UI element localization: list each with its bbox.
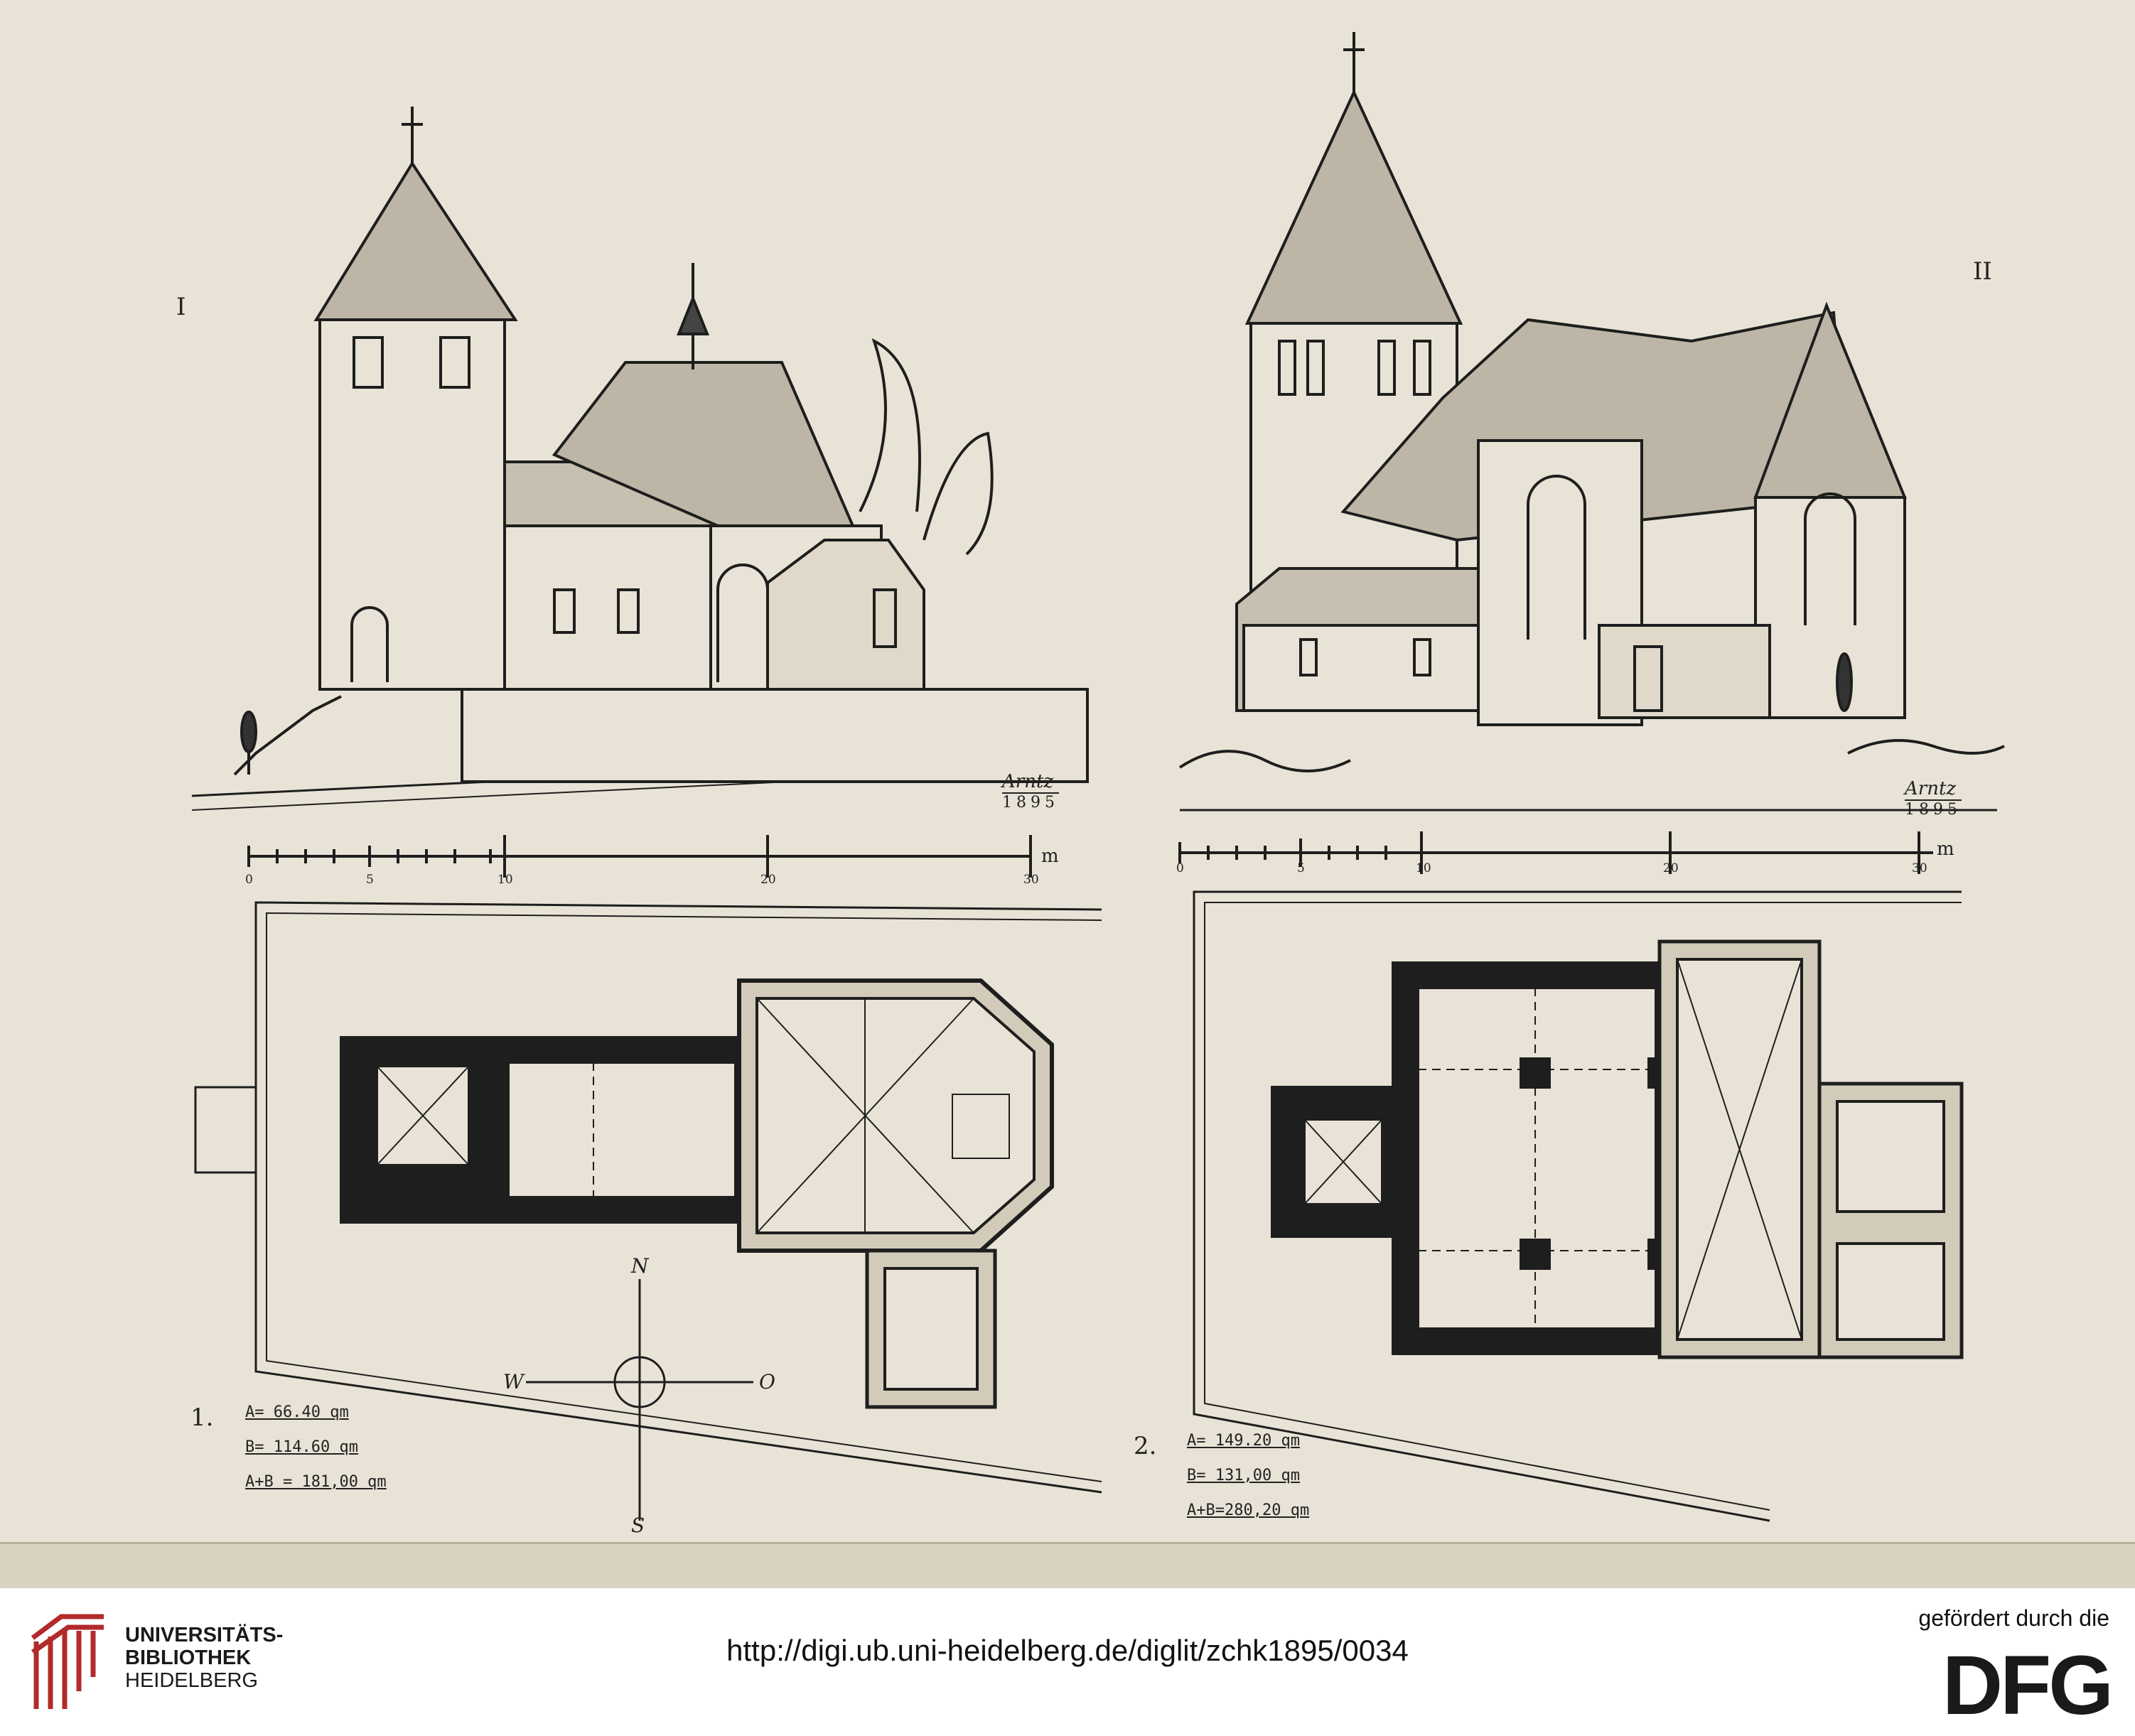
scale-left-tick-5: 5 [366,873,374,887]
church-elevation-right [1178,32,2005,812]
library-line-1: UNIVERSITÄTS- [125,1624,284,1646]
floor-plan-right [1193,890,1964,1522]
scale-left-tick-0: 0 [245,873,253,887]
church-elevation-left [191,107,1089,811]
funding-note: gefördert durch die [1918,1605,2109,1631]
scale-right-tick-5: 5 [1297,861,1305,875]
legend-row: A= 66.40 qm [245,1403,349,1421]
area-legend-left: A= 66.40 qm B= 114.60 qm A+B = 181,00 qm [245,1403,387,1508]
scale-left-tick-30: 30 [1023,873,1039,887]
plate-number-left: I [176,293,186,321]
legend-right-number: 2. [1134,1432,1157,1460]
scale-right-unit: m [1937,839,1954,860]
dfg-logo[interactable]: DFG [1942,1639,2114,1732]
scanned-page: I II Arntz 1895 Arntz 1895 0 5 10 20 30 … [0,0,2135,1590]
signature-name: Arntz [1905,778,1957,799]
legend-row: B= 114.60 qm [245,1438,358,1456]
plate-number-right: II [1973,257,1992,286]
compass-east: O [759,1370,775,1393]
legend-left-number: 1. [190,1403,214,1432]
compass-west: W [503,1370,524,1393]
university-library-logo-icon[interactable] [26,1610,111,1716]
compass-rose [526,1279,753,1521]
legend-row: A= 149.20 qm [1187,1432,1300,1450]
scale-right-tick-30: 30 [1912,861,1927,875]
permalink-url[interactable]: http://digi.ub.uni-heidelberg.de/diglit/… [726,1634,1409,1667]
signature-year: 1895 [1002,792,1059,812]
artist-signature-right: Arntz 1895 [1905,778,1962,819]
scale-right-tick-20: 20 [1663,861,1679,875]
library-line-2: BIBLIOTHEK [125,1646,252,1669]
legend-row: B= 131,00 qm [1187,1467,1300,1484]
scale-left-tick-20: 20 [760,873,776,887]
scale-bar-right [1178,831,1933,874]
floor-plan-left [194,901,1102,1494]
scale-right-tick-10: 10 [1416,861,1431,875]
scale-left-unit: m [1041,846,1059,867]
artist-signature-left: Arntz 1895 [1002,771,1059,812]
compass-north: N [631,1254,649,1278]
signature-year: 1895 [1905,799,1962,819]
viewer-footer: UNIVERSITÄTS- BIBLIOTHEK HEIDELBERG http… [0,1588,2135,1736]
area-legend-right: A= 149.20 qm B= 131,00 qm A+B=280,20 qm [1187,1432,1309,1536]
signature-name: Arntz [1002,771,1054,792]
scale-right-tick-0: 0 [1176,861,1184,875]
plate-drawings [191,32,2005,1522]
compass-south: S [631,1514,645,1537]
legend-row: A+B = 181,00 qm [245,1473,387,1491]
page-bottom-edge [0,1542,2135,1590]
scale-bar-left [247,835,1032,878]
legend-row: A+B=280,20 qm [1187,1502,1310,1519]
scale-left-tick-10: 10 [498,873,513,887]
library-line-3: HEIDELBERG [125,1669,258,1692]
library-name[interactable]: UNIVERSITÄTS- BIBLIOTHEK HEIDELBERG [125,1624,283,1692]
